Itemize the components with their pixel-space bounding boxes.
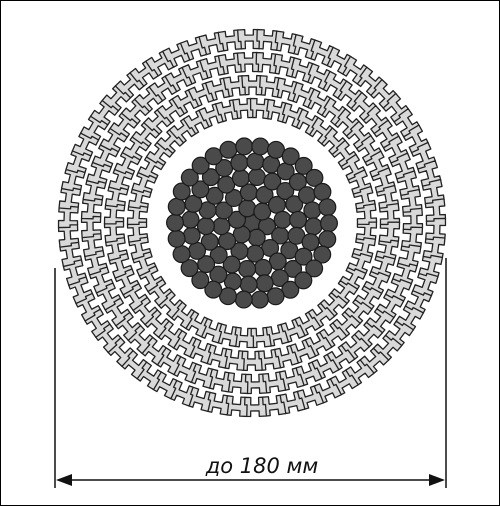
- round-wire: [289, 210, 308, 229]
- round-wire: [281, 280, 300, 299]
- round-wire: [197, 255, 216, 274]
- round-wire: [255, 185, 274, 204]
- round-wire: [188, 241, 207, 260]
- round-wire: [167, 197, 186, 216]
- round-wire: [246, 152, 265, 171]
- round-wire: [297, 186, 316, 205]
- round-wire: [250, 290, 269, 309]
- round-wire: [227, 210, 246, 229]
- dimension-label: до 180 мм: [205, 454, 319, 478]
- round-wire: [254, 258, 273, 277]
- round-wire: [288, 172, 307, 191]
- round-wire: [273, 210, 292, 229]
- round-wire: [305, 168, 324, 187]
- round-wire: [201, 168, 220, 187]
- round-wire: [266, 287, 285, 306]
- round-wire: [320, 214, 339, 233]
- round-wire: [313, 182, 332, 201]
- shaped-wire: [378, 221, 401, 244]
- round-wire: [191, 271, 210, 290]
- round-wire: [219, 140, 238, 159]
- round-wire: [238, 259, 257, 278]
- round-wire: [231, 169, 250, 188]
- round-wire: [209, 246, 228, 265]
- round-wire: [305, 259, 324, 278]
- round-wire-core: [166, 137, 339, 309]
- shaped-wire: [355, 203, 378, 226]
- round-wire: [267, 140, 286, 159]
- round-wire: [318, 230, 337, 249]
- right-arrowhead: [429, 474, 445, 486]
- round-wire: [284, 259, 303, 278]
- round-wire: [172, 245, 191, 264]
- round-wire: [196, 217, 215, 236]
- round-wire: [172, 182, 191, 201]
- round-wire: [204, 147, 223, 166]
- round-wire: [235, 137, 254, 156]
- shaped-wire: [412, 272, 439, 297]
- round-wire: [181, 210, 200, 229]
- round-wire: [294, 247, 313, 266]
- shaped-wire-layers: [57, 28, 447, 418]
- round-wire: [166, 213, 185, 232]
- round-wire: [303, 201, 322, 220]
- round-wire: [191, 180, 210, 199]
- round-wire: [204, 280, 223, 299]
- round-wire: [167, 229, 186, 248]
- round-wire: [247, 168, 266, 187]
- left-arrowhead: [56, 474, 72, 486]
- round-wire: [304, 217, 323, 236]
- round-wire: [318, 198, 337, 217]
- round-wire: [234, 290, 253, 309]
- round-wire: [294, 271, 313, 290]
- round-wire: [212, 217, 231, 236]
- round-wire: [219, 287, 238, 306]
- round-wire: [313, 245, 332, 264]
- round-wire: [294, 156, 313, 175]
- round-wire: [182, 226, 201, 245]
- round-wire: [180, 168, 199, 187]
- round-wire: [239, 275, 258, 294]
- shaped-wire: [397, 244, 422, 267]
- round-wire: [281, 147, 300, 166]
- round-wire: [230, 242, 249, 261]
- round-wire: [276, 181, 295, 200]
- round-wire: [251, 137, 270, 156]
- round-wire: [180, 259, 199, 278]
- round-wire: [191, 156, 210, 175]
